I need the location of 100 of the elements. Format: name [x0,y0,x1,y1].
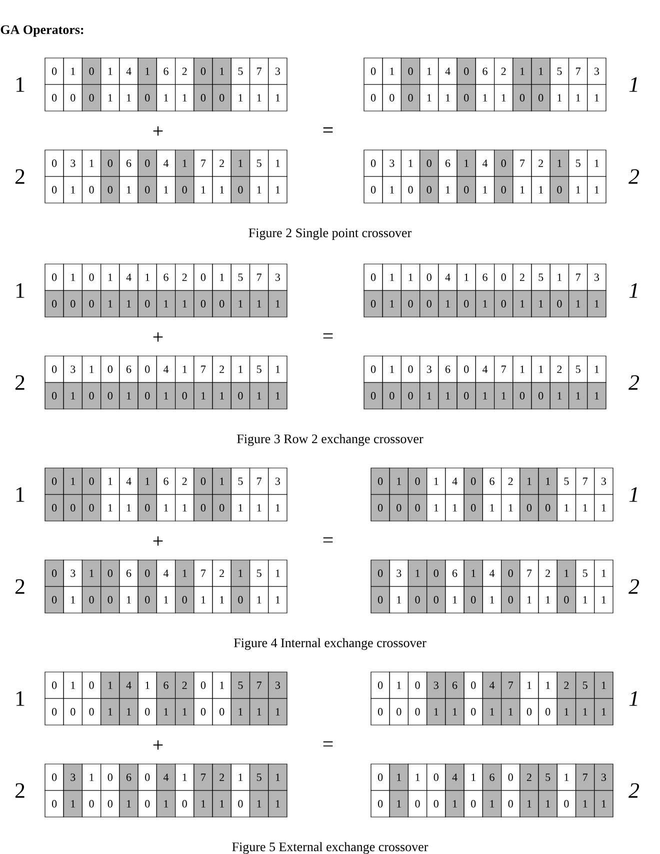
table-cell: 4 [156,764,176,791]
table-cell: 7 [249,58,269,85]
table-cell: 1 [531,290,550,318]
table-cell: 2 [550,356,570,383]
table-cell: 0 [63,698,83,726]
table-cell: 1 [63,672,83,699]
table-cell: 1 [249,698,269,726]
table-cell: 1 [268,698,288,726]
table-cell: 1 [119,84,138,112]
table-cell: 0 [456,58,476,85]
table-cell: 0 [456,84,476,112]
table-cell: 4 [156,560,176,587]
table-cell: 4 [119,264,138,291]
table-cell: 6 [445,672,464,699]
table-cell: 0 [138,150,157,177]
table-cell: 1 [249,382,269,410]
table-cell: 1 [156,84,176,112]
table-cell: 1 [268,150,288,177]
table-cell: 1 [156,290,176,318]
table-cell: 0 [408,586,428,614]
table-cell: 5 [550,58,570,85]
table-cell: 0 [464,586,483,614]
table-cell: 5 [249,150,269,177]
table-cell: 1 [438,382,458,410]
table-cell: 0 [44,264,64,291]
table-cell: 0 [138,494,157,522]
table-cell: 0 [400,84,420,112]
table-cell: 1 [119,382,138,410]
table-cell: 1 [426,494,446,522]
table-cell: 0 [82,790,102,818]
table-cell: 4 [119,58,138,85]
plus-sign: + [153,740,163,750]
table-cell: 6 [445,560,464,587]
table-cell: 0 [194,494,213,522]
table-cell: 0 [100,176,120,204]
table-cell: 1 [568,84,588,112]
table-cell: 1 [63,790,83,818]
table-cell: 0 [175,176,194,204]
table-cell: 1 [230,560,250,587]
offspring-number: 2 [628,579,640,594]
table-cell: 0 [63,494,83,522]
table-cell: 1 [230,356,250,383]
table-cell: 1 [389,764,409,791]
table-cell: 0 [538,494,558,522]
table-cell: 0 [538,698,558,726]
table-cell: 5 [556,468,576,495]
table-cell: 0 [364,356,383,383]
table-cell: 0 [100,150,120,177]
table-cell: 1 [119,494,138,522]
table-cell: 0 [531,84,550,112]
table-cell: 6 [119,150,138,177]
table-cell: 3 [426,672,446,699]
table-cell: 0 [520,494,539,522]
table-cell: 1 [249,176,269,204]
table-cell: 0 [82,176,102,204]
table-cell: 1 [420,84,439,112]
table-cell: 0 [194,264,213,291]
table-cell: 1 [420,382,439,410]
table-cell: 0 [364,58,383,85]
table-cell: 3 [587,58,606,85]
table-cell: 1 [438,84,458,112]
table-cell: 1 [175,150,194,177]
heading: GA Operators: [0,25,84,37]
table-cell: 1 [194,382,213,410]
table-cell: 0 [364,176,383,204]
table-cell: 3 [63,560,83,587]
table-cell: 1 [456,150,476,177]
table-cell: 1 [587,150,606,177]
table-cell: 5 [230,264,250,291]
table-cell: 1 [587,382,606,410]
table-cell: 1 [538,672,558,699]
table-cell: 1 [587,176,606,204]
table-cell: 0 [212,494,232,522]
table-cell: 6 [438,150,458,177]
table-cell: 0 [82,468,102,495]
table-cell: 1 [175,290,194,318]
table-cell: 0 [82,264,102,291]
table-cell: 0 [138,290,157,318]
table-cell: 0 [63,84,83,112]
table-cell: 1 [420,58,439,85]
table-cell: 4 [475,356,495,383]
table-cell: 1 [512,356,532,383]
table-cell: 1 [426,468,446,495]
table-cell: 1 [138,264,157,291]
table-cell: 2 [512,264,532,291]
table-cell: 1 [100,698,120,726]
parent-number: 1 [16,283,24,298]
table-cell: 1 [230,150,250,177]
table-cell: 0 [426,560,446,587]
table-cell: 5 [575,560,595,587]
table-cell: 1 [382,264,402,291]
table-cell: 6 [475,264,495,291]
table-cell: 1 [230,494,250,522]
table-cell: 0 [494,290,514,318]
table-cell: 1 [389,790,409,818]
table-cell: 0 [400,176,420,204]
table-cell: 0 [408,790,428,818]
table-cell: 1 [194,586,213,614]
table-cell: 3 [594,764,614,791]
offspring-number: 1 [629,487,638,502]
